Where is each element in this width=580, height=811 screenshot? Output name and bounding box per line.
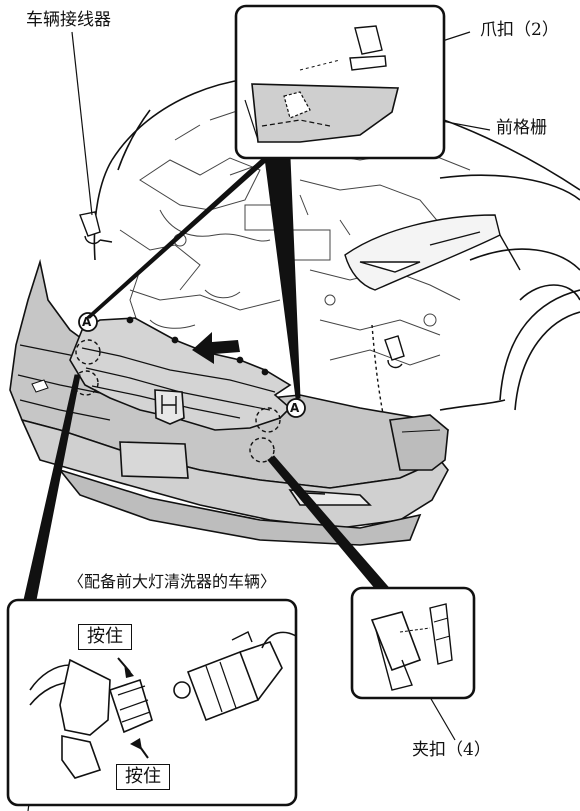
ref-badge-left-letter: A <box>82 315 92 329</box>
clip-inset <box>350 586 476 700</box>
ref-badge-left <box>78 312 98 332</box>
callout-leaders <box>23 31 491 811</box>
press-label-bottom: 按住 <box>116 764 170 790</box>
removal-arrow <box>192 332 240 364</box>
wire-connector-label: 车辆接线器 <box>26 10 111 30</box>
clip-label: 夹扣（4） <box>412 740 491 760</box>
front-grille <box>69 316 292 431</box>
front-grille-label: 前格栅 <box>496 118 547 138</box>
headlight-washer-caption: 〈配备前大灯清洗器的车辆〉 <box>68 572 277 591</box>
ref-badge-right <box>286 398 306 418</box>
top-inset <box>234 4 446 160</box>
ref-badge-right-letter: A <box>290 401 300 415</box>
washer-hose-inset <box>6 598 298 807</box>
claw-label: 爪扣（2） <box>480 20 559 40</box>
left-wire-connector <box>79 211 113 245</box>
press-label-top: 按住 <box>78 624 132 650</box>
right-headlight <box>344 214 521 291</box>
